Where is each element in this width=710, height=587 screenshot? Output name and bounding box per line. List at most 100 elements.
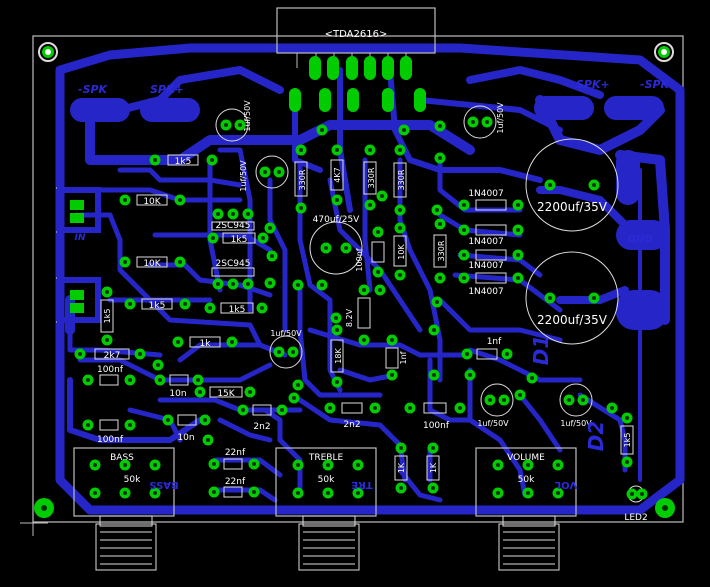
svg-text:2SC945: 2SC945 (216, 221, 251, 231)
cap-1uf-mid: 1uf/50V (239, 155, 289, 192)
diode-1n4007-d: 1N4007 (458, 272, 524, 297)
svg-text:1k5: 1k5 (149, 301, 166, 311)
cap-1uf-left-top: 1uf/50V (215, 100, 252, 142)
resistor-1k5-b: 1k5 (207, 232, 269, 245)
svg-text:10K: 10K (143, 259, 161, 269)
cap-22nf-b: 22nf (208, 477, 260, 498)
svg-text:LED2: LED2 (624, 513, 647, 523)
cap-1uf-bottom-2: 1uf/50V (477, 383, 514, 428)
svg-text:50k: 50k (318, 475, 335, 485)
svg-text:330R: 330R (397, 169, 406, 190)
svg-text:10n: 10n (169, 389, 186, 399)
resistor-15k: 15K (194, 386, 256, 399)
svg-text:100nf: 100nf (423, 421, 450, 431)
svg-text:1k5: 1k5 (103, 309, 112, 324)
resistor-10k-c: 10K (393, 222, 407, 281)
cap-22nf-a: 22nf (208, 448, 260, 470)
svg-text:10K: 10K (397, 244, 406, 260)
svg-text:1N4007: 1N4007 (468, 287, 503, 297)
cap-100nf-d: 100nf (355, 226, 385, 278)
speaker-labels: -SPK SPK+ SPK+ -SPK (78, 78, 671, 96)
diode-1n4007-b: 1N4007 (458, 224, 524, 247)
svg-text:2k7: 2k7 (104, 351, 121, 361)
svg-text:50k: 50k (124, 475, 141, 485)
transistor-2sc945-b: 2SC945 (211, 259, 255, 290)
cap-2n2-a: 2n2 (237, 404, 288, 432)
pot-bass: BASS 50k BASS (73, 447, 179, 571)
svg-text:100nf: 100nf (355, 248, 364, 271)
resistor-1k5-a: 1k5 (149, 154, 218, 167)
cap-1uf-bottom-3: 1uf/50V (559, 383, 593, 428)
svg-text:1N4007: 1N4007 (468, 261, 503, 271)
resistor-1k5-led: 1k5 (620, 412, 634, 468)
resistor-1k: 1k (172, 336, 238, 349)
resistor-10k-a: 10K (119, 194, 186, 207)
resistor-330r-c: 330R (393, 144, 407, 216)
cap-2n2-b: 2n2 (324, 402, 381, 430)
svg-text:10n: 10n (177, 433, 194, 443)
svg-text:330R: 330R (367, 167, 376, 188)
svg-text:-SPK: -SPK (78, 83, 109, 96)
svg-text:1k5: 1k5 (229, 305, 246, 315)
svg-text:100nf: 100nf (97, 435, 124, 445)
svg-text:1K: 1K (429, 462, 438, 473)
svg-text:SPK+: SPK+ (576, 78, 610, 91)
svg-text:-SPK: -SPK (640, 78, 671, 91)
svg-text:22nf: 22nf (225, 448, 246, 458)
cap-1nf-a: 1nf (461, 337, 513, 360)
svg-text:VOLUME: VOLUME (507, 453, 545, 463)
cap-1uf-right-top: 1uf/50V (463, 102, 505, 139)
components: 1k5 10K 1k5 10K 1k5 1k5 1k 15K 2k7 330R … (74, 100, 634, 498)
svg-text:TREBLE: TREBLE (308, 453, 344, 463)
resistor-330r-d: 330R (433, 218, 447, 284)
svg-text:100nf: 100nf (97, 365, 124, 375)
svg-text:1k5: 1k5 (231, 235, 248, 245)
svg-text:1nf: 1nf (487, 337, 502, 347)
transistor-2sc945-a: 2SC945 (211, 208, 255, 231)
cap-2200uf-bottom: 2200uf/35V (525, 251, 619, 345)
svg-text:1K: 1K (397, 462, 406, 473)
copper-traces (55, 43, 685, 515)
diode-1n4007-a: 1N4007 (458, 189, 524, 211)
svg-text:D2: D2 (584, 421, 608, 452)
diode-1n4007-c: 1N4007 (458, 249, 524, 271)
svg-text:1uf/50V: 1uf/50V (560, 419, 592, 428)
svg-text:1N4007: 1N4007 (468, 189, 503, 199)
svg-text:2SC945: 2SC945 (216, 259, 251, 269)
svg-text:1k: 1k (200, 339, 212, 349)
svg-text:15K: 15K (217, 389, 235, 399)
svg-text:BASS: BASS (149, 479, 178, 490)
mount-holes (34, 42, 675, 518)
input-connector-bottom (56, 277, 101, 323)
svg-text:470uf/25V: 470uf/25V (313, 215, 361, 225)
cap-100nf-b: 100nf (82, 419, 136, 445)
svg-text:1uf/50V: 1uf/50V (477, 419, 509, 428)
resistor-330r-b: 330R (363, 144, 377, 211)
resistor-1k5-c: 1k5 (124, 298, 191, 311)
svg-text:330R: 330R (437, 240, 446, 261)
resistor-2k7: 2k7 (74, 348, 146, 361)
svg-text:GND: GND (628, 232, 653, 243)
svg-text:2200uf/35V: 2200uf/35V (537, 313, 608, 327)
resistor-1k-v: 1K (394, 442, 408, 494)
speaker-connectors (70, 96, 668, 330)
svg-text:18K: 18K (334, 348, 343, 364)
svg-text:8.2V: 8.2V (345, 308, 354, 327)
svg-text:1uf/50V: 1uf/50V (496, 102, 505, 134)
svg-text:1N4007: 1N4007 (468, 237, 503, 247)
cap-10n-b: 10n (162, 414, 211, 443)
svg-text:<TDA2616>: <TDA2616> (325, 29, 388, 40)
svg-text:22nf: 22nf (225, 477, 246, 487)
svg-text:TRE: TRE (351, 479, 373, 490)
zener-8v2: 8.2V (345, 284, 371, 346)
cap-2200uf-top: 2200uf/35V (525, 138, 619, 232)
pot-volume: VOLUME 50k VOL (475, 447, 577, 571)
pot-treble: TREBLE 50k TRE (275, 447, 377, 571)
resistor-330r-a: 330R (294, 144, 308, 214)
resistor-1k-w: 1K (426, 442, 440, 494)
svg-text:2n2: 2n2 (343, 420, 360, 430)
svg-text:D1: D1 (529, 335, 553, 366)
right-silk: GND D1 D2 IN (75, 232, 653, 451)
ic-tda2616: <TDA2616> (276, 7, 436, 112)
